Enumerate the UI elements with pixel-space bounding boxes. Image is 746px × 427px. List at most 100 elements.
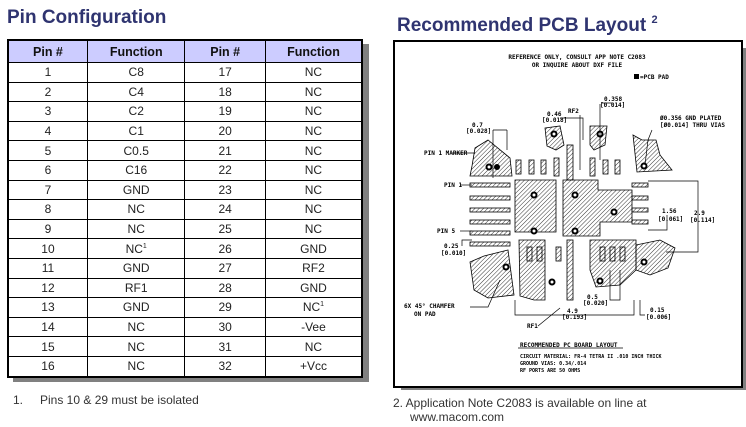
column-header-function: Function — [86, 39, 186, 63]
function-cell: GND — [264, 238, 363, 259]
function-cell-text: NC — [127, 202, 145, 217]
footnote-mark: 1 — [142, 242, 147, 250]
function-cell: NC — [264, 179, 363, 201]
function-cell: NC — [264, 336, 363, 357]
pad-bottom — [599, 246, 606, 262]
function-cell: GND — [264, 277, 363, 299]
via-icon — [571, 227, 579, 235]
pad-right — [631, 195, 649, 201]
pin-number-cell-text: 23 — [218, 182, 232, 197]
pad-top — [540, 159, 547, 175]
pin-number-cell: 32 — [184, 355, 266, 378]
footnote-1: Pins 10 & 29 must be isolated — [40, 393, 199, 407]
function-cell-text: GND — [122, 300, 150, 315]
pin-number-cell: 28 — [184, 277, 266, 299]
pad-bottom — [609, 246, 616, 262]
pin-number-cell-text: 5 — [44, 143, 52, 158]
via-icon — [640, 258, 648, 266]
pad-bottom — [619, 246, 626, 262]
rf1-trace — [566, 239, 574, 301]
ground-pad-left — [514, 179, 557, 233]
pin-number-cell-text: 28 — [218, 280, 232, 295]
pad-top — [614, 159, 621, 175]
pin-number-cell: 15 — [7, 336, 88, 357]
function-cell-text: NC — [304, 222, 323, 237]
function-cell: NC — [264, 140, 363, 161]
pin-number-cell: 7 — [7, 179, 88, 201]
pin-number-cell-text: 32 — [218, 359, 232, 374]
pin-number-cell: 13 — [7, 297, 88, 318]
function-cell: C16 — [86, 159, 186, 181]
via-icon — [530, 227, 538, 235]
function-cell: C1 — [86, 120, 186, 142]
label-pin1: PIN 1 — [444, 182, 462, 189]
function-cell: NC — [264, 101, 363, 122]
function-cell: C8 — [86, 62, 186, 83]
pin-number-cell: 25 — [184, 218, 266, 240]
pin-number-cell-text: 16 — [41, 359, 55, 374]
pin-number-cell: 16 — [7, 355, 88, 378]
via-icon — [530, 191, 538, 199]
table-header-row: Pin # Function Pin # Function — [7, 39, 363, 63]
label-pin5: PIN 5 — [437, 228, 455, 235]
pin-number-cell: 29 — [184, 297, 266, 318]
pin-number-cell: 30 — [184, 316, 266, 338]
pin-number-cell-text: 4 — [44, 124, 52, 139]
label-rf2: RF2 — [568, 108, 579, 115]
ground-pad-top-a — [544, 125, 565, 151]
ref-note-line2: OR INQUIRE ABOUT DXF FILE — [532, 62, 623, 69]
function-cell-text: NC — [304, 163, 323, 178]
function-cell: NC — [264, 159, 363, 181]
pin-number-cell-text: 12 — [41, 280, 55, 295]
function-cell: GND — [86, 297, 186, 318]
ground-pad-bottom-right — [635, 239, 676, 276]
pin-number-cell-text: 19 — [218, 104, 232, 119]
dim-046-inch: [0.018] — [542, 117, 567, 124]
pin-configuration-title: Pin Configuration — [7, 7, 167, 28]
dim-025-inch: [0.010] — [441, 250, 466, 257]
pin-number-cell: 5 — [7, 140, 88, 161]
pin-number-cell: 14 — [7, 316, 88, 338]
dim-29-inch: [0.114] — [690, 217, 715, 224]
legend-pcb-pad: =PCB PAD — [640, 74, 669, 81]
dim-07-inch: [0.028] — [466, 128, 491, 135]
pin-number-cell-text: 30 — [218, 320, 232, 335]
function-cell: C0.5 — [86, 140, 186, 161]
dimension-lines — [452, 102, 699, 349]
chamfer-note-line2: ON PAD — [414, 311, 436, 318]
pin-number-cell: 3 — [7, 101, 88, 122]
via-icon — [550, 130, 558, 138]
dim-05: 0.5 — [587, 294, 598, 301]
ref-note-line1: REFERENCE ONLY, CONSULT APP NOTE C2083 — [508, 54, 646, 61]
pcb-layout-title-footnote-mark: 2 — [651, 14, 658, 26]
pin-number-cell: 10 — [7, 238, 88, 259]
function-cell-text: NC — [127, 339, 145, 354]
pin-number-cell-text: 1 — [44, 65, 52, 80]
dim-05-inch: [0.020] — [583, 300, 608, 307]
drawing-caption: RECOMMENDED PC BOARD LAYOUT — [520, 342, 618, 349]
dim-07: 0.7 — [472, 122, 483, 129]
pin-number-cell-text: 21 — [218, 143, 232, 158]
function-cell: NC — [264, 120, 363, 142]
pin-number-cell-text: 29 — [218, 300, 232, 315]
pad-top — [515, 159, 522, 175]
dim-015: 0.15 — [650, 307, 665, 314]
pin-number-cell-text: 13 — [41, 300, 55, 315]
pad-top — [602, 159, 609, 175]
pad-top — [528, 159, 535, 175]
material-note-line1: CIRCUIT MATERIAL: FR-4 TETRA II .010 INC… — [520, 354, 661, 360]
pcb-copper — [469, 125, 676, 301]
pad-left — [469, 219, 511, 225]
function-cell-text: NC — [127, 222, 145, 237]
function-cell-text: NC — [304, 104, 323, 119]
function-cell: NC — [264, 62, 363, 83]
function-cell-text: NC — [304, 124, 323, 139]
pin-number-cell-text: 11 — [41, 261, 55, 276]
column-header-pin: Pin # — [7, 39, 88, 63]
pin-number-cell-text: 8 — [44, 202, 52, 217]
pin-number-cell-text: 2 — [44, 84, 52, 99]
